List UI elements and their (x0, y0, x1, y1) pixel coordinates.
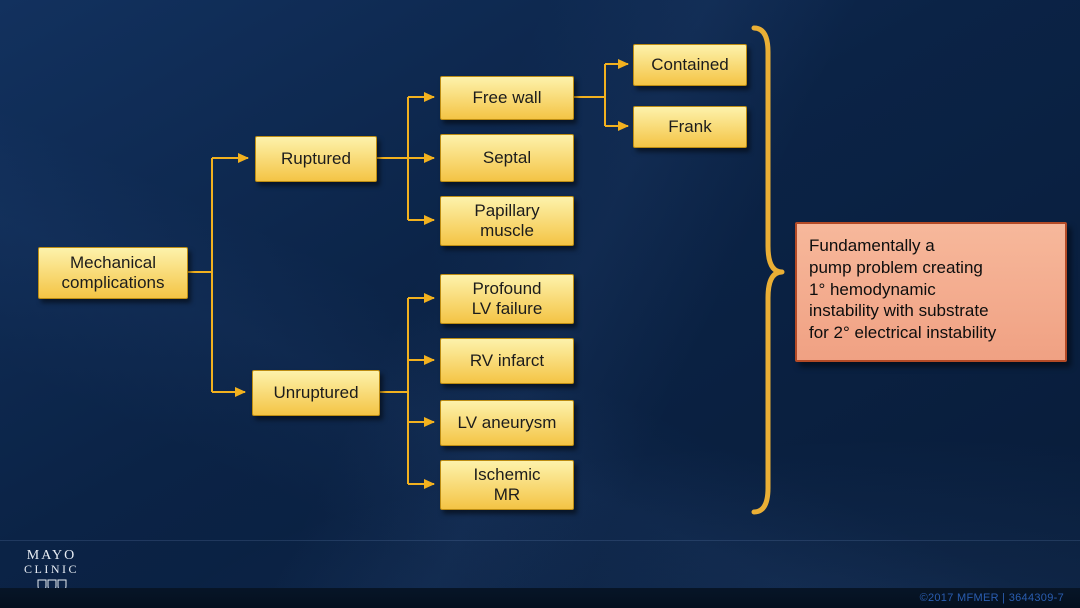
logo-text-mayo: MAYO (26, 548, 77, 563)
node-contained: Contained (633, 44, 747, 86)
node-lv-aneurysm: LV aneurysm (440, 400, 574, 446)
footer-copyright: ©2017 MFMER | 3644309-7 (919, 592, 1064, 604)
node-mechanical-complications: Mechanical complications (38, 247, 188, 299)
mayo-clinic-logo: MAYO CLINIC (24, 548, 79, 594)
connector-root (186, 153, 249, 397)
annotation-box: Fundamentally a pump problem creating 1°… (795, 222, 1067, 362)
connector-ruptured (375, 92, 435, 225)
connector-unruptured (378, 293, 435, 489)
node-rv-infarct: RV infarct (440, 338, 574, 384)
node-ischemic-mr: Ischemic MR (440, 460, 574, 510)
node-septal: Septal (440, 134, 574, 182)
slide-edge-divider (0, 540, 1080, 541)
node-papillary-muscle: Papillary muscle (440, 196, 574, 246)
curly-brace (751, 25, 785, 515)
footer-bar: ©2017 MFMER | 3644309-7 (0, 588, 1080, 608)
node-free-wall: Free wall (440, 76, 574, 120)
node-ruptured: Ruptured (255, 136, 377, 182)
connector-free-wall (572, 59, 629, 131)
node-frank: Frank (633, 106, 747, 148)
logo-text-clinic: CLINIC (24, 562, 79, 577)
node-profound-lv-failure: Profound LV failure (440, 274, 574, 324)
node-unruptured: Unruptured (252, 370, 380, 416)
